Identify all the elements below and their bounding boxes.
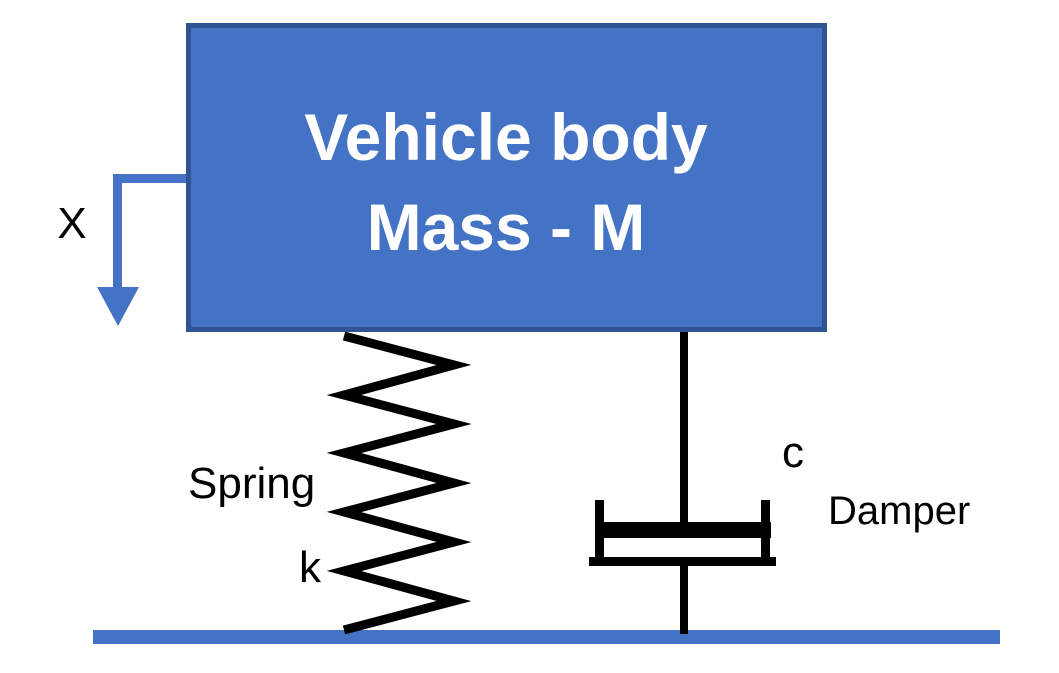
ground-line xyxy=(93,630,1000,644)
damper-cylinder-right-wall xyxy=(761,500,770,565)
spring-zigzag xyxy=(326,331,472,635)
arrow-vertical-segment xyxy=(113,174,122,289)
spring-constant-label: k xyxy=(299,543,322,592)
arrow-horizontal-segment xyxy=(113,174,187,183)
vehicle-body-box xyxy=(186,23,827,332)
damper-label: Damper xyxy=(828,489,970,533)
damper-cylinder-left-wall xyxy=(595,500,604,565)
damping-coefficient-label: c xyxy=(782,428,804,477)
vehicle-body-title-line1: Vehicle body xyxy=(304,100,708,174)
damper-piston xyxy=(599,522,771,538)
damper-rod-upper xyxy=(680,332,688,528)
spring-label: Spring xyxy=(188,459,315,508)
damper-rod-lower xyxy=(680,566,688,634)
damper-cylinder-bottom xyxy=(589,557,776,566)
damper-symbol xyxy=(589,332,776,634)
vehicle-body-title-line2: Mass - M xyxy=(367,190,646,264)
displacement-arrow xyxy=(97,174,187,326)
displacement-label: X xyxy=(57,199,86,248)
arrow-down-icon xyxy=(97,287,139,326)
